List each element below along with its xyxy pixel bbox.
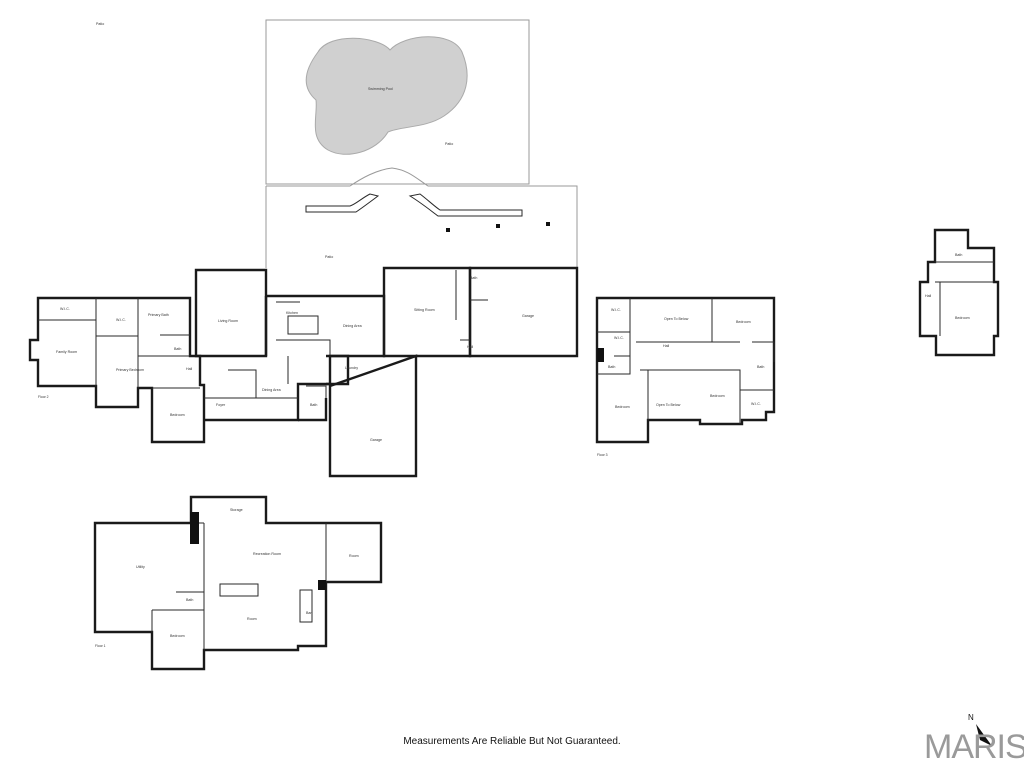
floor-1-chimney bbox=[190, 512, 199, 544]
floor-1-walls bbox=[93, 495, 383, 671]
room-garage-label: Garage bbox=[522, 314, 534, 318]
floor-2-laundry-walls bbox=[298, 354, 350, 422]
floor-3-chimney bbox=[597, 348, 604, 362]
room-bedroom-label: Bedroom bbox=[615, 405, 630, 409]
kitchen-island bbox=[287, 315, 319, 335]
room-sitting-room-label: Sitting Room bbox=[414, 308, 435, 312]
room-label: Room bbox=[247, 617, 257, 621]
floor-2-sitting-room-walls bbox=[382, 266, 472, 358]
floor-4-plan: Bath Hall Bedroom bbox=[918, 228, 1000, 357]
room-bath-label: Bath bbox=[174, 347, 181, 351]
room-storage-label: Storage bbox=[230, 508, 243, 512]
swimming-pool-shape bbox=[305, 36, 468, 155]
room-foyer-label: Foyer bbox=[216, 403, 226, 407]
room-hall-label: Hall bbox=[663, 344, 669, 348]
floor-1-partitions bbox=[151, 522, 327, 650]
room-bedroom-label: Bedroom bbox=[170, 413, 185, 417]
room-bar-label: Bar bbox=[306, 611, 312, 615]
floor-1-stairs bbox=[219, 583, 259, 597]
patio-post bbox=[496, 224, 500, 228]
room-family-room-label: Family Room bbox=[56, 350, 77, 354]
floor-2-living-room-walls bbox=[194, 268, 268, 358]
floor-4-partitions bbox=[935, 261, 994, 336]
room-wic-label: W.I.C. bbox=[116, 318, 126, 322]
room-primary-bedroom-label: Primary Bedroom bbox=[116, 368, 144, 372]
floor-2-plan: Floor 2 W.I.C. W.I.C. Primary Bath Famil… bbox=[28, 266, 579, 478]
room-utility-label: Utility bbox=[136, 565, 145, 569]
room-bath-label: Bath bbox=[470, 276, 477, 280]
room-dining-area-label: Dining Area bbox=[343, 324, 362, 328]
room-open-to-below-label: Open To Below bbox=[664, 317, 689, 321]
floor-1-column bbox=[318, 580, 326, 590]
room-hall-label: Hall bbox=[186, 367, 192, 371]
room-kitchen-label: Kitchen bbox=[286, 311, 298, 315]
room-bedroom-label: Bedroom bbox=[710, 394, 725, 398]
room-bedroom-label: Bedroom bbox=[955, 316, 970, 320]
room-hall-label: Hall bbox=[925, 294, 931, 298]
room-bedroom-label: Bedroom bbox=[170, 634, 185, 638]
patio-main-label: Patio bbox=[325, 255, 333, 259]
room-wic-label: W.I.C. bbox=[611, 308, 621, 312]
floor-4-walls bbox=[918, 228, 1000, 357]
room-garage-label: Garage bbox=[370, 438, 382, 442]
floor-2-sitting-partitions bbox=[455, 270, 488, 341]
patio-post bbox=[546, 222, 550, 226]
floor-2-center-partitions bbox=[204, 301, 331, 412]
pool-deck-outline bbox=[265, 19, 530, 185]
room-bath-label: Bath bbox=[310, 403, 317, 407]
room-wic-label: W.I.C. bbox=[751, 402, 761, 406]
room-wic-label: W.I.C. bbox=[614, 336, 624, 340]
floor-2-label: Floor 2 bbox=[38, 395, 49, 399]
room-recreation-room-label: Recreation Room bbox=[253, 552, 281, 556]
patio-steps-left bbox=[305, 193, 380, 213]
room-bath-label: Bath bbox=[186, 598, 193, 602]
patio-post bbox=[446, 228, 450, 232]
measurements-disclaimer: Measurements Are Reliable But Not Guaran… bbox=[403, 736, 621, 747]
room-laundry-label: Laundry bbox=[345, 366, 358, 370]
room-label: Room bbox=[349, 554, 359, 558]
room-primary-bath-label: Primary Bath bbox=[148, 313, 169, 317]
floor-2-west-partitions bbox=[38, 298, 200, 389]
room-wic-label: W.I.C. bbox=[60, 307, 70, 311]
patio-top-label: Patio bbox=[96, 22, 104, 26]
floor-3-label: Floor 3 bbox=[597, 453, 608, 457]
room-hall-label: Hall bbox=[467, 345, 473, 349]
exterior-area: Patio Swimming Pool Patio Patio bbox=[96, 19, 578, 268]
swimming-pool-label: Swimming Pool bbox=[368, 87, 393, 91]
room-dining-area-label: Dining Area bbox=[262, 388, 281, 392]
patio-pool-label: Patio bbox=[445, 142, 453, 146]
room-open-to-below-label: Open To Below bbox=[656, 403, 681, 407]
room-bath-label: Bath bbox=[955, 253, 962, 257]
north-label: N bbox=[968, 713, 974, 722]
brand-logo: MARIS bbox=[924, 728, 1024, 766]
floor-3-walls bbox=[595, 296, 776, 444]
room-living-room-label: Living Room bbox=[218, 319, 238, 323]
patio-steps-right bbox=[408, 193, 523, 217]
floor-3-plan: Floor 3 W.I.C. Open To Below Bedroom W.I… bbox=[595, 296, 776, 457]
room-bedroom-label: Bedroom bbox=[736, 320, 751, 324]
room-bath-label: Bath bbox=[608, 365, 615, 369]
floor-1-plan: Floor 1 Storage Utility Recreation Room … bbox=[93, 495, 383, 671]
room-bath-label: Bath bbox=[757, 365, 764, 369]
floor-1-bar-counter bbox=[299, 589, 313, 623]
north-arrow-icon: N bbox=[968, 713, 992, 746]
main-patio-outline bbox=[265, 167, 578, 268]
floor-1-label: Floor 1 bbox=[95, 644, 106, 648]
floor-3-partitions bbox=[597, 298, 775, 424]
floor-2-garage-b-walls bbox=[328, 354, 418, 478]
floor-2-garage-a-walls bbox=[468, 266, 579, 358]
